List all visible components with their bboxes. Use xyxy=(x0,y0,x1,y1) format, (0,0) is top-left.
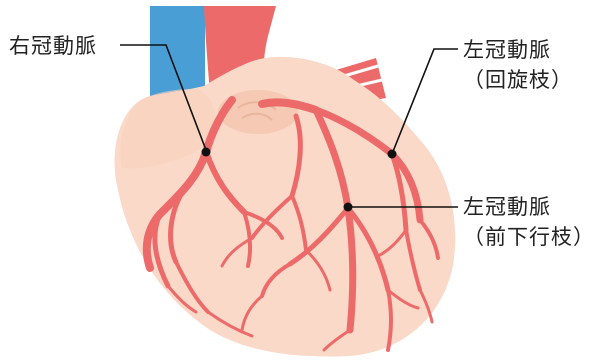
label-left-circumflex-name: 左冠動脈 xyxy=(463,36,551,64)
marker-right-coronary xyxy=(202,148,211,157)
marker-left-circumflex xyxy=(388,150,397,159)
label-left-circumflex-branch: （回旋枝） xyxy=(463,66,573,94)
label-left-anterior-name: 左冠動脈 xyxy=(463,193,551,221)
label-right-coronary: 右冠動脈 xyxy=(9,32,97,60)
vena-cava xyxy=(150,6,205,100)
marker-left-anterior xyxy=(344,203,353,212)
label-left-anterior-branch: （前下行枝） xyxy=(463,223,595,251)
